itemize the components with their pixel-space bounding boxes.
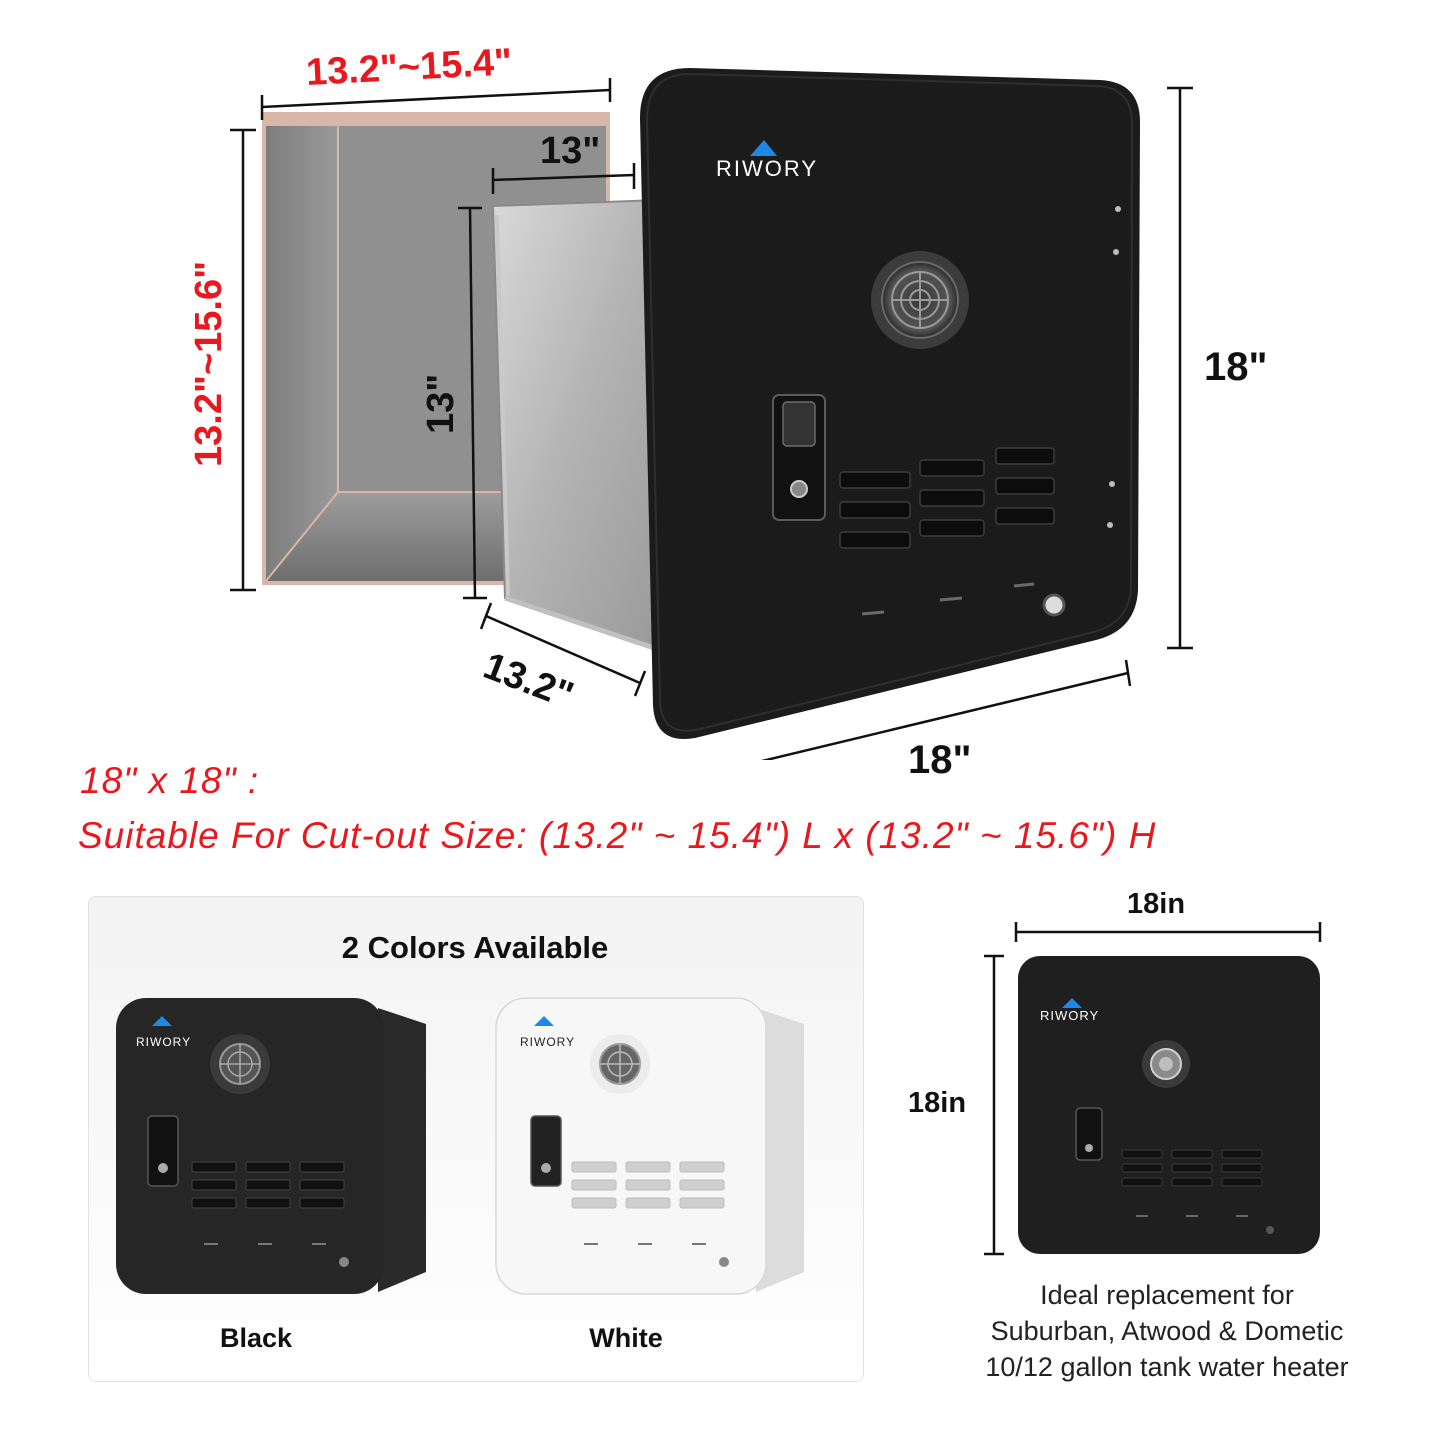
panel-screws — [1107, 206, 1121, 528]
white-unit: RIWORY — [495, 997, 804, 1295]
replacement-caption: Ideal replacement for Suburban, Atwood &… — [940, 1277, 1394, 1385]
spec-suitable-line: Suitable For Cut-out Size: (13.2" ~ 15.4… — [78, 815, 1157, 856]
drain-slots — [861, 582, 1035, 616]
drain-knob-icon — [1042, 593, 1066, 617]
black-unit-logo: RIWORY — [136, 1035, 191, 1049]
box-depth-label: 13" — [540, 130, 601, 172]
door-latch-icon — [772, 394, 826, 521]
caption-line-2: Suburban, Atwood & Dometic — [990, 1316, 1344, 1346]
caption-line-1: Ideal replacement for — [1040, 1280, 1294, 1310]
front-view-width-label: 18in — [1127, 888, 1186, 920]
spec-size-line: 18" x 18" : — [80, 760, 260, 801]
colors-title: 2 Colors Available — [341, 930, 609, 965]
color-option-black-label: Black — [219, 1323, 293, 1353]
front-view-illustration: RIWORY — [984, 922, 1322, 1256]
front-view-panel: RIWORY — [1018, 956, 1320, 1254]
color-option-white-label: White — [589, 1323, 663, 1353]
front-view-logo: RIWORY — [1040, 1008, 1099, 1023]
panel-logo-text: RIWORY — [716, 156, 818, 181]
dimension-diagram: RIWORY — [230, 68, 1193, 760]
exhaust-fan-icon — [871, 251, 969, 349]
black-unit: RIWORY — [116, 998, 426, 1294]
color-options-illustration: RIWORY RIWORY — [116, 997, 804, 1295]
dimension-lines — [230, 78, 1193, 760]
stainless-box — [491, 198, 661, 653]
panel-height-label: 18" — [1204, 345, 1268, 389]
front-view-height-label: 18in — [908, 1087, 967, 1119]
white-unit-logo: RIWORY — [520, 1035, 575, 1049]
box-height-label: 13" — [420, 373, 462, 434]
cutout-height-label: 13.2"~15.6" — [188, 260, 230, 467]
panel-width-label: 18" — [908, 738, 972, 782]
vent-slots — [839, 447, 1055, 549]
logo-mountain-icon — [750, 140, 777, 156]
panel-front-black: RIWORY — [640, 68, 1140, 740]
caption-line-3: 10/12 gallon tank water heater — [985, 1352, 1349, 1382]
